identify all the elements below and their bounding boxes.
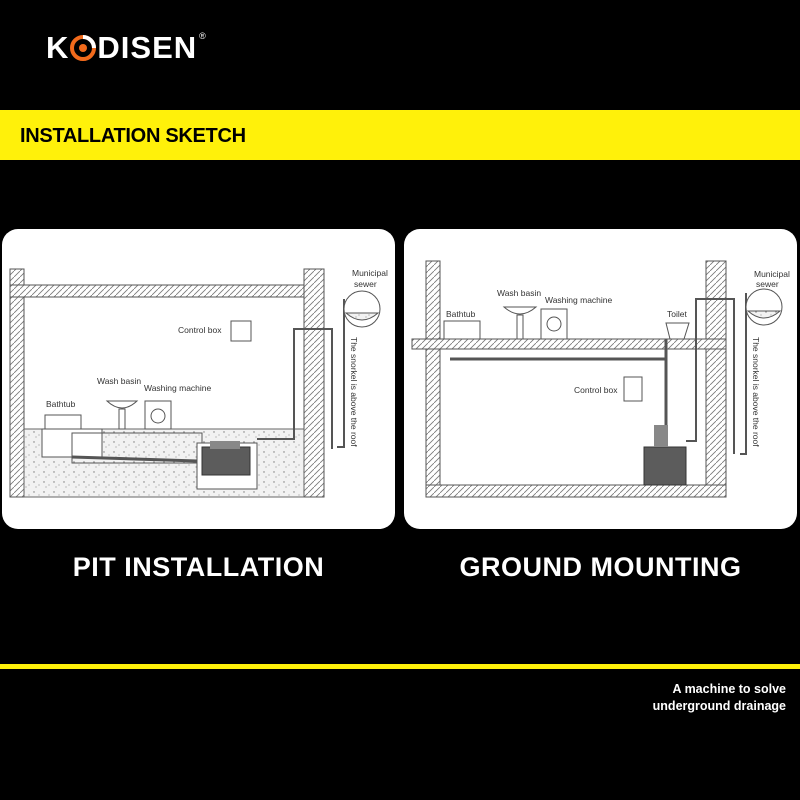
pit-installation-caption: PIT INSTALLATION (72, 552, 325, 582)
control-box-shape (230, 320, 252, 342)
municipal-sewer-label-1: Municipal (352, 268, 388, 278)
wash-basin-label: Wash basin (497, 288, 541, 298)
ground-mounting-diagram: Municipal sewer Wash basin Washing machi… (404, 229, 797, 529)
bottom-floor-slab (425, 484, 727, 498)
washing-machine-shape (540, 308, 568, 340)
title-banner (0, 110, 800, 160)
ground-mounting-caption: GROUND MOUNTING (459, 552, 742, 582)
toilet-label: Toilet (667, 309, 687, 319)
tagline-line-2: underground drainage (652, 699, 786, 713)
washing-machine-shape (144, 400, 172, 430)
mid-floor-slab (411, 338, 727, 350)
bathtub-shape (443, 320, 481, 340)
bathtub-label: Bathtub (46, 399, 76, 409)
right-wall (705, 260, 727, 498)
municipal-sewer-shape (745, 288, 783, 326)
tagline: A machine to solve underground drainage (486, 681, 786, 715)
right-wall (303, 268, 325, 498)
municipal-sewer-label-2: sewer (756, 279, 779, 289)
municipal-sewer-shape (343, 290, 381, 328)
washing-machine-label: Washing machine (144, 383, 212, 393)
yellow-divider (0, 664, 800, 669)
control-box-shape (623, 376, 643, 402)
pump-unit (201, 446, 251, 476)
logo-letters: DISEN (97, 30, 198, 65)
left-wall (9, 268, 25, 498)
snorkel-note-label: The snorkel is above the roof (349, 337, 359, 447)
section-title: INSTALLATION SKETCH (20, 125, 246, 147)
pump-unit (643, 446, 687, 486)
municipal-sewer-label-1: Municipal (754, 269, 790, 279)
washing-machine-label: Washing machine (545, 295, 613, 305)
logo-o-icon (70, 35, 97, 61)
registered-mark: ® (199, 31, 207, 41)
tagline-line-1: A machine to solve (672, 682, 786, 696)
brand-logo: K DISEN ® (46, 30, 207, 66)
municipal-sewer-label-2: sewer (354, 279, 377, 289)
bathtub-label: Bathtub (446, 309, 476, 319)
toilet-shape (665, 322, 690, 340)
left-wall (425, 260, 441, 498)
control-box-label: Control box (574, 385, 618, 395)
control-box-label: Control box (178, 325, 222, 335)
pit-installation-diagram: Municipal sewer Control box Wash basin W… (2, 229, 395, 529)
snorkel-note-label: The snorkel is above the roof (751, 337, 761, 447)
wash-basin-label: Wash basin (97, 376, 141, 386)
logo-letter-k: K (46, 30, 70, 65)
ceiling-slab (9, 284, 316, 298)
